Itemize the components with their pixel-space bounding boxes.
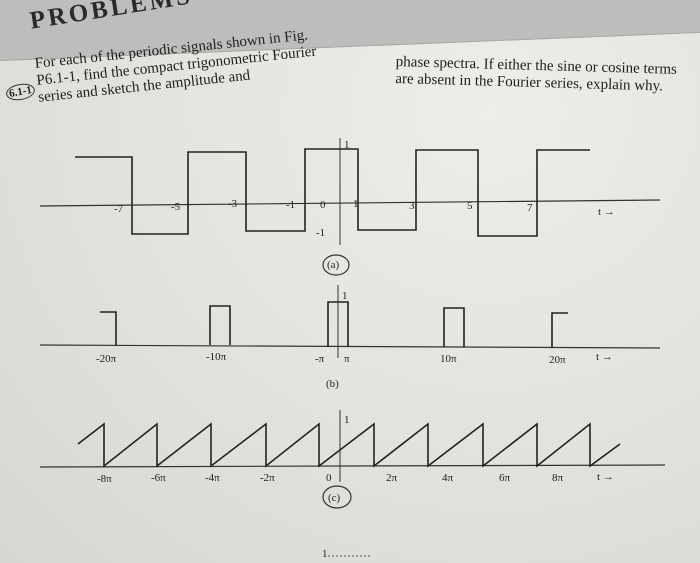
tick-a: 7 (527, 202, 533, 214)
square-wave (75, 148, 590, 237)
tick-b: -10π (206, 351, 227, 363)
tick-c: -2π (260, 472, 275, 484)
tick-c: 6π (499, 472, 511, 484)
tick-a: 1 (353, 198, 359, 210)
tick-c: -8π (97, 473, 112, 485)
tick-a: 0 (320, 199, 326, 211)
tick-a: 3 (409, 200, 415, 212)
tick-a: -3 (228, 198, 238, 210)
tick-c: 4π (442, 472, 454, 484)
pulse (551, 312, 568, 348)
axis-c (39, 464, 666, 468)
axis-b (39, 344, 661, 349)
tick-b: π (344, 353, 350, 365)
tick-c: -6π (151, 472, 166, 484)
level-low-a: -1 (316, 227, 325, 239)
tick-b: 10π (440, 353, 457, 365)
tick-c: 8π (552, 472, 564, 484)
tick-b: -20π (96, 353, 117, 365)
figure-label-a: (a) (327, 259, 340, 271)
sawtooth-wave (77, 422, 621, 468)
figure-b: -20π -10π -π π 10π 20π 1 t → (b) (39, 285, 661, 390)
tick-c: 2π (386, 472, 398, 484)
figure-label-b: (b) (326, 378, 339, 390)
tick-b: 20π (549, 354, 566, 366)
pulse (443, 307, 465, 347)
tick-a: -7 (114, 203, 124, 215)
pulse (209, 305, 231, 345)
tick-a: -1 (286, 199, 295, 211)
handwritten-circle (322, 254, 350, 276)
handwritten-circle (322, 485, 352, 509)
level-high-b: 1 (342, 290, 348, 302)
axis-var-c: t → (597, 471, 614, 483)
figure-label-c: (c) (328, 492, 341, 504)
level-high-a: 1 (344, 139, 350, 151)
tick-c: -4π (205, 472, 220, 484)
tick-b: -π (315, 353, 325, 365)
figure-c: -8π -6π -4π -2π 0 2π 4π 6π 8π 1 t → (c) (39, 410, 666, 509)
level-high-c: 1 (344, 414, 350, 426)
tick-a: 5 (467, 200, 473, 212)
pulse (327, 301, 349, 347)
axis-var-a: t → (598, 206, 615, 218)
axis-a (39, 199, 661, 207)
tick-c: 0 (326, 472, 332, 484)
next-figure-fragment: 1 (322, 548, 328, 560)
tick-a: -5 (171, 201, 181, 213)
pulse (100, 311, 117, 345)
axis-var-b: t → (596, 351, 613, 363)
figure-a: -7 -5 -3 -1 0 1 3 5 7 1 -1 t → (a) (39, 138, 661, 276)
